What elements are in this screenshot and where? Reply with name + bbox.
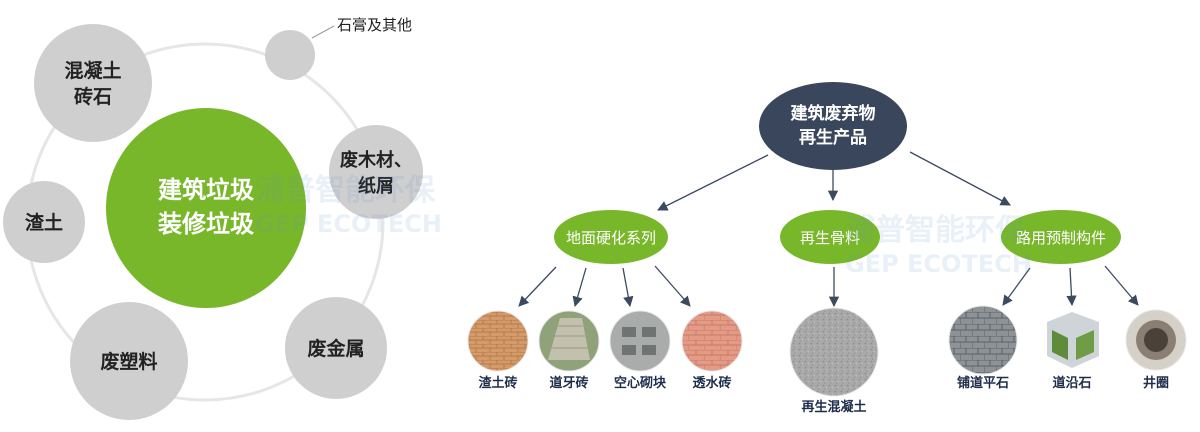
- edge-stone-green-right: [1076, 330, 1094, 360]
- arrow-root-prefab: [909, 151, 1011, 206]
- right-diagram: 建筑废弃物 再生产品 地面硬化系列 再生骨料 路用预制构件 渣土砖 道牙砖: [467, 82, 1187, 415]
- satellite-gypsum: [265, 30, 315, 80]
- manhole-ring-label: 井圈: [1143, 375, 1169, 391]
- arrow-to-curb-brick: [572, 267, 587, 307]
- satellite-wood-line1: 废木材、: [340, 149, 412, 171]
- arrow-root-hardening: [657, 154, 769, 211]
- satellite-plastic: [70, 302, 188, 420]
- satellite-soil-label: 渣土: [25, 211, 63, 234]
- category-aggregate-label: 再生骨料: [800, 229, 860, 247]
- root-label-line1: 建筑废弃物: [791, 103, 876, 124]
- curb-brick-label: 道牙砖: [549, 375, 588, 391]
- watermark-right-cn: 浦普智能环保: [845, 213, 1026, 248]
- edge-stone-green-left: [1052, 330, 1068, 360]
- product-curb-brick: 道牙砖: [538, 310, 600, 391]
- curb-brick-joints: [551, 325, 588, 349]
- satellite-plastic-label: 废塑料: [100, 350, 157, 373]
- product-edge-stone: 道沿石: [1047, 312, 1099, 391]
- center-label-line2: 装修垃圾: [158, 210, 254, 238]
- satellite-concrete: [34, 24, 152, 142]
- center-circle: [106, 108, 306, 308]
- permeable-brick-label: 透水砖: [692, 375, 731, 391]
- root-label-line2: 再生产品: [799, 127, 867, 148]
- hollow-block-hole-3: [622, 345, 636, 355]
- hollow-block-image: [609, 310, 671, 372]
- product-paving-stone: 铺道平石: [948, 305, 1018, 391]
- watermark-left-en: GEP ECOTECH: [255, 210, 442, 238]
- slag-brick-image: [467, 310, 529, 372]
- permeable-brick-image: [681, 310, 743, 372]
- category-hardening-label: 地面硬化系列: [566, 229, 656, 247]
- slag-brick-label: 渣土砖: [478, 375, 517, 391]
- satellite-gypsum-label: 石膏及其他: [337, 16, 412, 34]
- edge-stone-label: 道沿石: [1052, 375, 1091, 391]
- arrow-to-edge-stone: [1066, 267, 1077, 307]
- arrow-to-paving-stone: [1002, 267, 1031, 306]
- root-node: [759, 82, 907, 170]
- watermark-left-cn: 浦普智能环保: [255, 173, 436, 208]
- satellite-concrete-line1: 混凝土: [64, 59, 121, 82]
- paving-stone-image: [948, 305, 1018, 375]
- product-manhole-ring: 井圈: [1125, 309, 1187, 391]
- watermark-right: 浦普智能环保 GEP ECOTECH: [845, 213, 1032, 278]
- hollow-block-hole-2: [642, 327, 656, 337]
- hollow-block-label: 空心砌块: [614, 375, 667, 391]
- arrow-to-slag-brick: [518, 266, 557, 307]
- arrow-to-hollow-block: [622, 267, 634, 308]
- recycled-concrete-image: [789, 307, 879, 397]
- left-diagram: 建筑垃圾 装修垃圾 混凝土 砖石 石膏及其他 废木材、 纸屑 渣土 废金属 废塑…: [3, 16, 423, 420]
- manhole-ring-hole: [1144, 328, 1168, 352]
- gypsum-leader-line: [311, 25, 335, 39]
- product-recycled-concrete: 再生混凝土: [789, 307, 879, 415]
- watermark-left: 浦普智能环保 GEP ECOTECH: [255, 173, 442, 238]
- product-hollow-block: 空心砌块: [609, 310, 671, 391]
- category-aggregate: [780, 210, 880, 264]
- satellite-wood-line2: 纸屑: [358, 175, 394, 197]
- watermark-right-en: GEP ECOTECH: [845, 250, 1032, 278]
- satellite-soil: [3, 181, 85, 263]
- center-label-line1: 建筑垃圾: [158, 176, 254, 204]
- paving-stone-label: 铺道平石: [957, 375, 1009, 391]
- hollow-block-hole-4: [642, 345, 656, 355]
- product-permeable-brick: 透水砖: [681, 310, 743, 391]
- hollow-block-hole-1: [622, 327, 636, 337]
- satellite-metal: [285, 297, 387, 399]
- satellite-metal-label: 废金属: [307, 337, 364, 360]
- arrow-to-permeable-brick: [654, 265, 691, 307]
- arrow-to-manhole-ring: [1104, 265, 1139, 306]
- category-prefab: [1001, 210, 1121, 264]
- satellite-concrete-line2: 砖石: [74, 85, 112, 108]
- category-prefab-label: 路用预制构件: [1016, 229, 1106, 247]
- recycled-concrete-label: 再生混凝土: [801, 399, 866, 415]
- product-slag-brick: 渣土砖: [467, 310, 529, 391]
- curb-brick-path: [548, 318, 590, 360]
- category-hardening: [554, 210, 668, 264]
- satellite-wood: [329, 125, 423, 219]
